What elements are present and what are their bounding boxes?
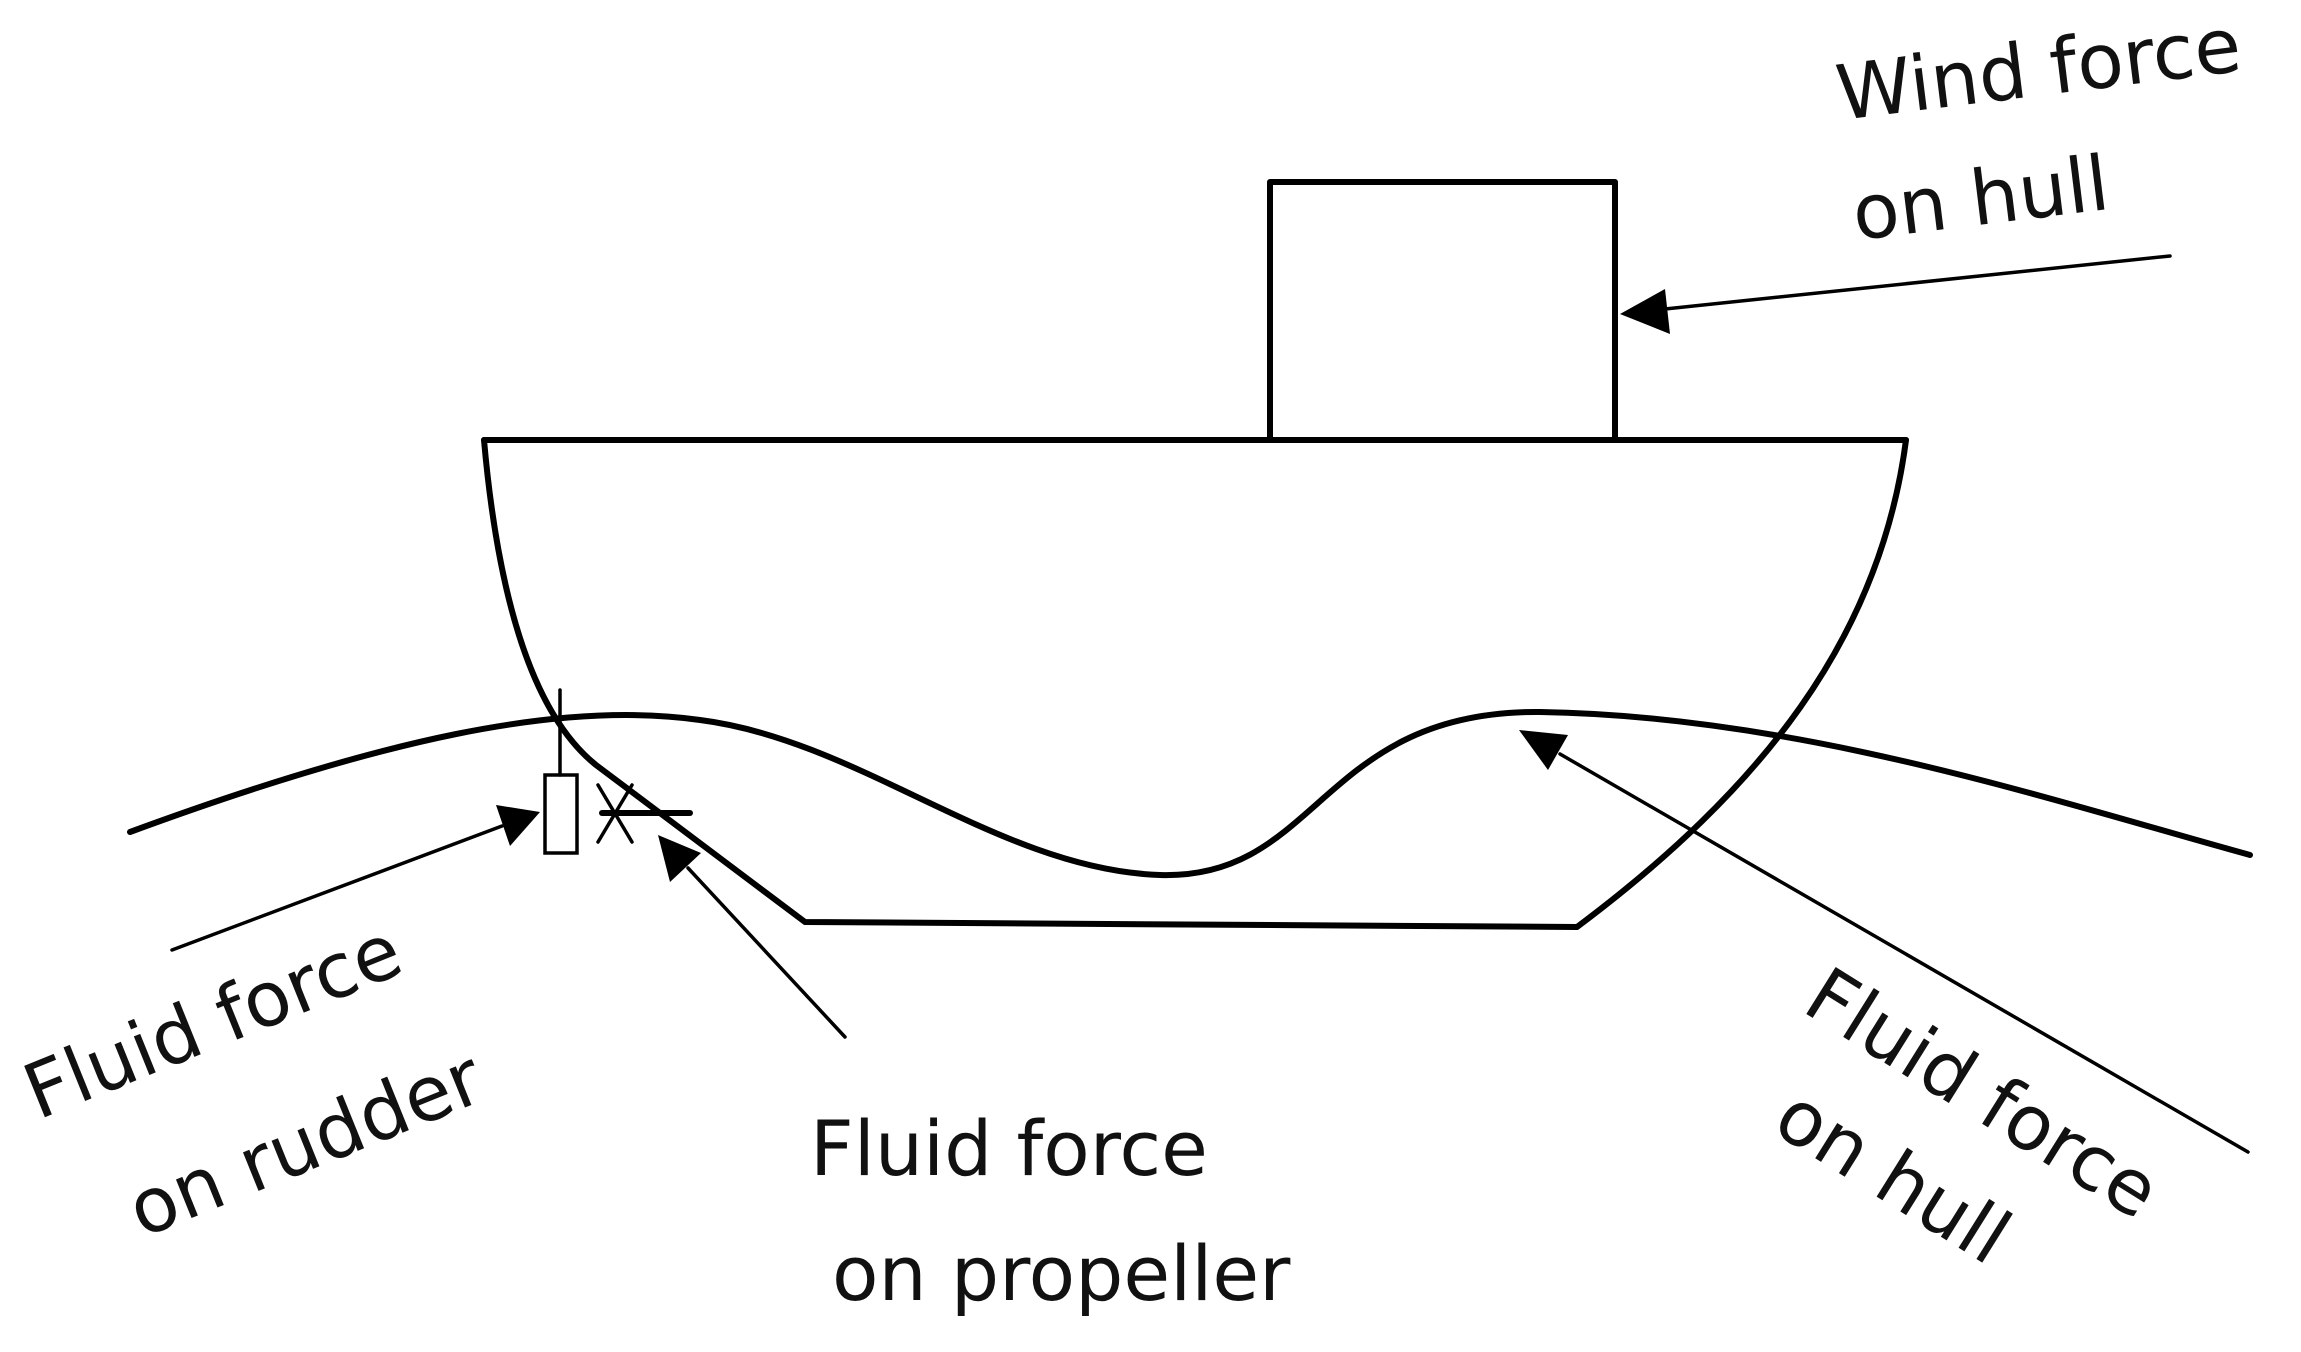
- label-fluid-propeller-line1: Fluid force: [810, 1104, 1208, 1193]
- label-wind-force-line2: on hull: [1847, 138, 2113, 258]
- wave-line: [127, 708, 2253, 879]
- arrow-wind-force-head: [1620, 289, 1670, 334]
- hull-outline: [481, 437, 1909, 930]
- arrow-propeller-shaft: [686, 866, 847, 1039]
- label-wind-force-line1: Wind force: [1831, 0, 2245, 138]
- arrow-propeller-head: [658, 835, 701, 882]
- arrow-rudder-shaft: [170, 824, 504, 952]
- arrow-hull-shaft: [1558, 752, 2250, 1154]
- arrow-rudder-head: [496, 805, 540, 846]
- rudder: [543, 773, 579, 855]
- arrow-wind-force-shaft: [1663, 254, 2172, 311]
- arrow-hull-head: [1519, 730, 1568, 770]
- superstructure: [1267, 179, 1618, 443]
- label-fluid-propeller-line2: on propeller: [832, 1229, 1291, 1318]
